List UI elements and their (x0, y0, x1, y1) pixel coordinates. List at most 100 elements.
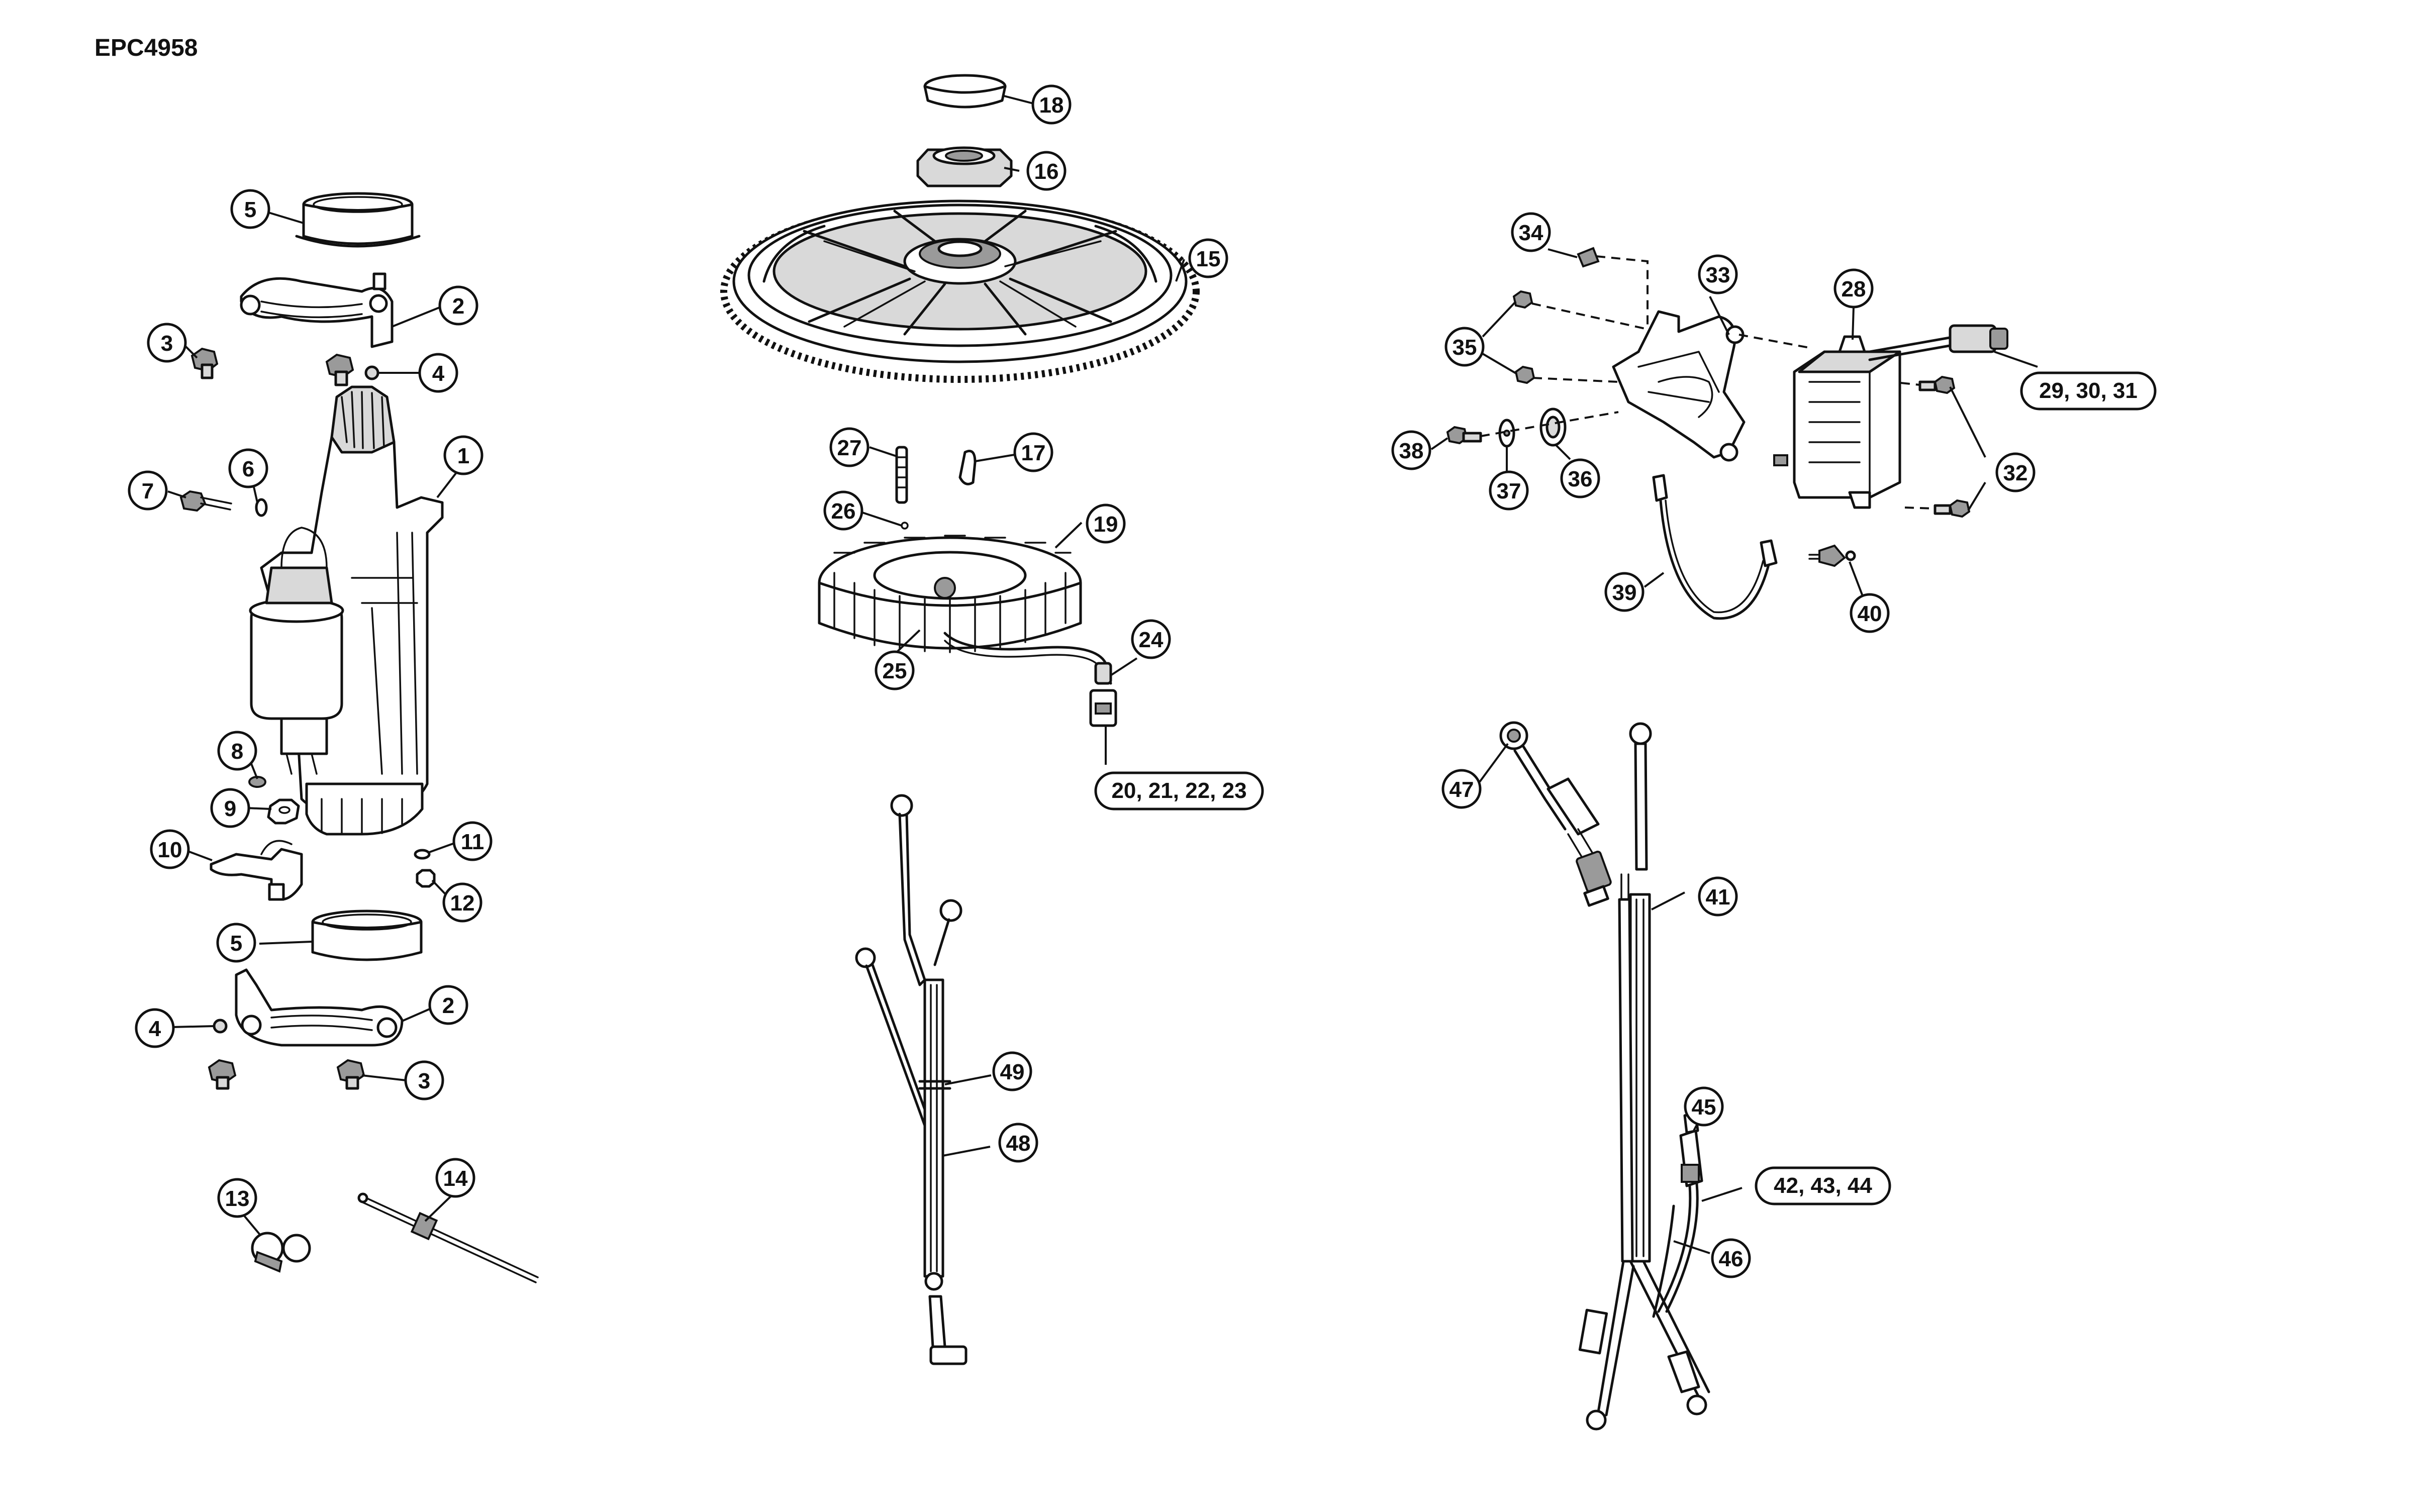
part-clip-34 (1577, 247, 1600, 268)
callout-47: 47 (1441, 769, 1482, 809)
svg-text:11: 11 (461, 830, 485, 854)
svg-text:2: 2 (442, 993, 454, 1018)
svg-text:48: 48 (1006, 1131, 1031, 1156)
callout-12: 12 (442, 882, 482, 923)
part-bolt-upper-left (190, 347, 219, 379)
part-bolt-32-a (1918, 375, 1956, 394)
callout-2-upper: 2 (438, 285, 478, 326)
part-starter-motor (249, 385, 444, 836)
flywheel-group (720, 74, 1200, 1365)
callout-4-upper: 4 (418, 353, 458, 393)
callout-42-44: 42, 43, 44 (1755, 1166, 1891, 1205)
part-screw-7 (179, 490, 232, 512)
svg-text:26: 26 (831, 499, 856, 524)
part-washer-lower (213, 1019, 228, 1034)
part-bracket-10 (210, 840, 303, 901)
callout-6: 6 (228, 448, 268, 488)
part-bolt-lower-left (208, 1059, 237, 1090)
svg-text:45: 45 (1692, 1095, 1716, 1120)
svg-text:13: 13 (225, 1186, 250, 1211)
svg-text:12: 12 (450, 891, 475, 916)
svg-text:32: 32 (2003, 453, 2028, 477)
part-bracket-lower (235, 968, 404, 1047)
callout-45: 45 (1684, 1086, 1724, 1127)
part-nut-16 (916, 146, 1013, 187)
callout-40: 40 (1850, 593, 1890, 633)
svg-text:40: 40 (1858, 601, 1882, 626)
callout-48: 48 (998, 1123, 1038, 1163)
svg-text:37: 37 (1497, 479, 1521, 503)
part-clamp-13 (251, 1232, 311, 1273)
svg-text:7: 7 (142, 479, 154, 503)
part-bushing-36 (1539, 408, 1567, 447)
part-washer-26 (901, 522, 909, 530)
callout-25: 25 (875, 650, 915, 690)
callout-49: 49 (992, 1051, 1032, 1091)
svg-text:27: 27 (837, 436, 862, 460)
svg-text:3: 3 (418, 1069, 430, 1093)
callout-5-lower: 5 (216, 923, 256, 963)
callout-37: 37 (1489, 470, 1529, 511)
part-screw-35-a (1512, 290, 1533, 309)
callout-1: 1 (443, 435, 484, 475)
callout-3-lower: 3 (404, 1060, 444, 1100)
part-pin-27 (895, 446, 908, 504)
callout-32-b: 32 (2003, 453, 2028, 477)
part-bolt-38 (1446, 426, 1482, 445)
svg-text:38: 38 (1399, 439, 1424, 463)
svg-text:4: 4 (149, 1017, 161, 1041)
svg-text:33: 33 (1706, 263, 1730, 287)
part-harness-42-46 (1652, 1112, 1703, 1318)
svg-text:10: 10 (158, 838, 182, 862)
svg-text:14: 14 (443, 1166, 468, 1191)
svg-text:49: 49 (1000, 1060, 1025, 1084)
callout-11: 11 (452, 821, 493, 861)
callout-7: 7 (128, 470, 168, 511)
callout-33: 33 (1698, 254, 1738, 294)
svg-text:9: 9 (224, 796, 236, 821)
svg-text:36: 36 (1568, 467, 1593, 491)
part-nut-9 (267, 798, 300, 825)
svg-text:16: 16 (1034, 159, 1059, 184)
callout-4-lower: 4 (135, 1008, 175, 1048)
svg-text:42, 43, 44: 42, 43, 44 (1774, 1173, 1872, 1198)
svg-text:3: 3 (161, 331, 173, 356)
callout-29-31: 29, 30, 31 (2020, 371, 2157, 411)
part-cable-tie-14 (357, 1192, 539, 1283)
callout-24: 24 (1131, 619, 1171, 659)
part-cap-18 (923, 74, 1007, 109)
callout-18: 18 (1031, 84, 1072, 125)
callout-17: 17 (1013, 432, 1053, 472)
svg-text:41: 41 (1706, 885, 1730, 910)
part-battery-cable-47 (1499, 721, 1612, 907)
callout-14: 14 (435, 1158, 475, 1198)
callout-41: 41 (1698, 876, 1738, 917)
part-sensor-40 (1808, 544, 1856, 567)
callout-19: 19 (1086, 503, 1126, 544)
part-key-17 (958, 450, 977, 485)
callout-10: 10 (150, 829, 190, 869)
svg-text:18: 18 (1039, 93, 1064, 118)
svg-text:32: 32 (2003, 461, 2028, 485)
part-stator-19 (818, 535, 1082, 653)
svg-text:5: 5 (244, 197, 256, 222)
callout-5-upper: 5 (230, 189, 270, 229)
svg-text:8: 8 (231, 739, 243, 764)
svg-text:4: 4 (432, 361, 445, 386)
drawing-id: EPC4958 (94, 35, 198, 61)
callout-35: 35 (1444, 327, 1485, 367)
part-battery-cable-41 (1578, 722, 1710, 1431)
part-collar-lower (311, 910, 423, 961)
callout-2-lower: 2 (428, 985, 468, 1025)
callout-36: 36 (1560, 458, 1600, 498)
part-flywheel-15 (720, 199, 1200, 383)
part-screw-35-b (1514, 365, 1535, 384)
svg-text:29, 30, 31: 29, 30, 31 (2039, 378, 2138, 403)
callout-28: 28 (1833, 268, 1874, 309)
starter-group (179, 192, 539, 1283)
part-washer-upper (364, 365, 379, 380)
svg-text:28: 28 (1842, 277, 1866, 301)
svg-text:35: 35 (1453, 335, 1477, 360)
part-collar-upper (295, 192, 421, 248)
callout-20-23: 20, 21, 22, 23 (1094, 771, 1264, 811)
